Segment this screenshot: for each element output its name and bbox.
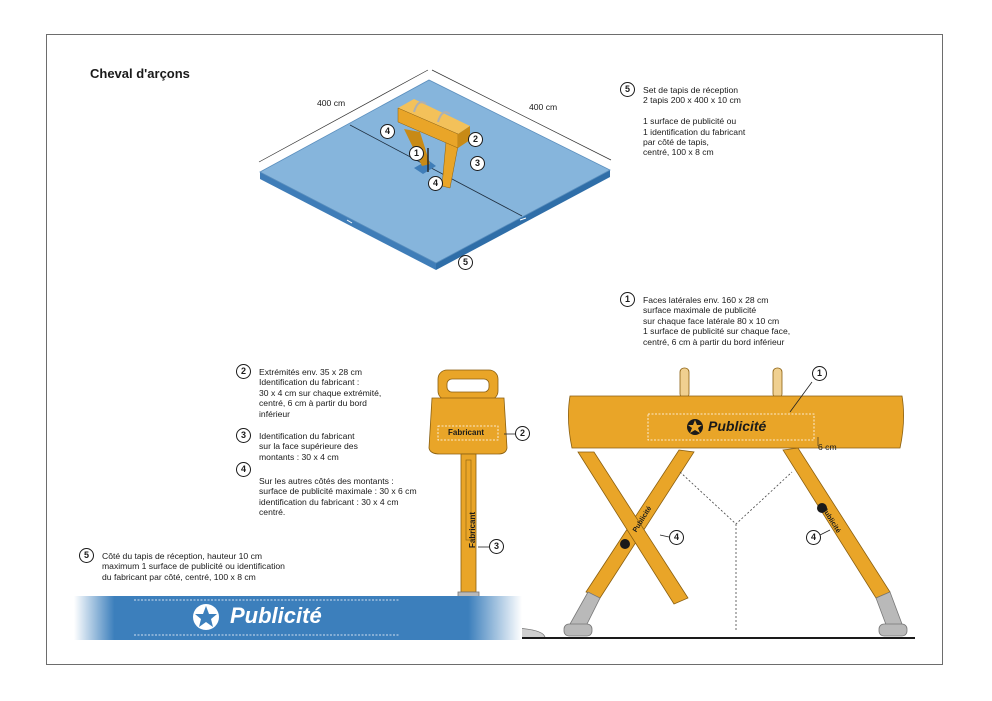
marker-3-note: 3	[236, 428, 251, 443]
marker-2-mat: 2	[468, 132, 483, 147]
end-fabricant-label: Fabricant	[448, 428, 485, 437]
marker-4-mat: 4	[380, 124, 395, 139]
marker-3-end: 3	[489, 539, 504, 554]
note-5-bottom: Côté du tapis de réception, hauteur 10 c…	[102, 551, 285, 582]
marker-1-note: 1	[620, 292, 635, 307]
small-horse	[397, 99, 470, 189]
mat-side-banner	[74, 596, 522, 640]
mat-dimension-right: 400 cm	[529, 102, 558, 112]
marker-1-mat: 1	[409, 146, 424, 161]
mat-dimension-left: 400 cm	[317, 98, 346, 108]
marker-2-end: 2	[515, 426, 530, 441]
marker-5-mat: 5	[458, 255, 473, 270]
horse-side-view	[388, 367, 915, 639]
marker-4b-mat: 4	[428, 176, 443, 191]
marker-2-note: 2	[236, 364, 251, 379]
page-frame	[46, 34, 943, 665]
marker-3-mat: 3	[470, 156, 485, 171]
six-cm-label: 6 cm	[818, 442, 837, 452]
marker-4-note: 4	[236, 462, 251, 477]
page-title: Cheval d'arçons	[90, 66, 190, 81]
marker-4-right-leg: 4	[806, 530, 821, 545]
marker-1-side: 1	[812, 366, 827, 381]
note-4: Sur les autres côtés des montants :surfa…	[259, 476, 417, 518]
marker-5-note: 5	[620, 82, 635, 97]
banner-publicite: Publicité	[230, 603, 322, 628]
landing-mat	[258, 69, 612, 270]
post-fabricant-label: Fabricant	[468, 511, 477, 548]
side-publicite-label: Publicité	[708, 418, 767, 434]
marker-4-left-leg: 4	[669, 530, 684, 545]
marker-5-note-bottom: 5	[79, 548, 94, 563]
